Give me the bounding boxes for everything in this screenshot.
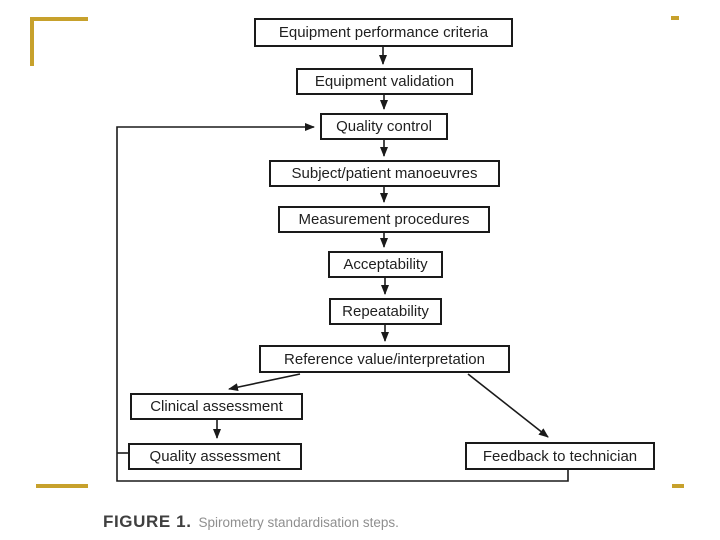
node-clinical-assessment: Clinical assessment bbox=[130, 393, 303, 420]
node-quality-assessment: Quality assessment bbox=[128, 443, 302, 470]
node-reference-value-interpretation: Reference value/interpretation bbox=[259, 345, 510, 373]
node-equipment-performance-criteria: Equipment performance criteria bbox=[254, 18, 513, 47]
node-feedback-to-technician: Feedback to technician bbox=[465, 442, 655, 470]
figure-caption: FIGURE 1. Spirometry standardisation step… bbox=[103, 512, 399, 532]
figure-caption-text: Spirometry standardisation steps. bbox=[198, 515, 399, 530]
node-quality-control: Quality control bbox=[320, 113, 448, 140]
arrow-reference-to-clinical bbox=[228, 373, 301, 392]
node-subject-patient-manoeuvres: Subject/patient manoeuvres bbox=[269, 160, 500, 187]
accent-dash-bottom-right bbox=[672, 484, 684, 488]
corner-bracket-left-vertical bbox=[30, 17, 34, 66]
arrow-reference-to-feedback bbox=[467, 373, 549, 438]
node-repeatability: Repeatability bbox=[329, 298, 442, 325]
node-equipment-validation: Equipment validation bbox=[296, 68, 473, 95]
node-measurement-procedures: Measurement procedures bbox=[278, 206, 490, 233]
node-acceptability: Acceptability bbox=[328, 251, 443, 278]
corner-bracket-top-horizontal bbox=[30, 17, 88, 21]
accent-dash-top-right bbox=[671, 16, 679, 20]
accent-line-bottom-left bbox=[36, 484, 88, 488]
figure-caption-label: FIGURE 1. bbox=[103, 512, 192, 531]
